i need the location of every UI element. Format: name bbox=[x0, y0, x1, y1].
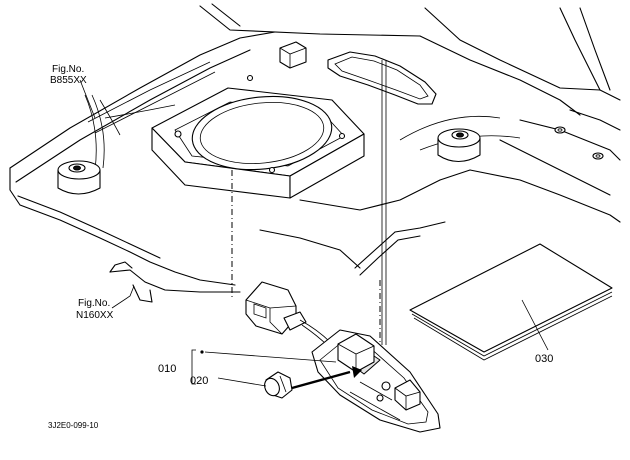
room-lamp-assembly bbox=[311, 329, 441, 433]
connector-block-top bbox=[279, 41, 307, 69]
speaker-housing bbox=[151, 74, 365, 199]
rubber-mount-left bbox=[57, 160, 101, 195]
wire-connector bbox=[245, 281, 331, 347]
drawing-code: 3J2E0-099-10 bbox=[48, 421, 99, 430]
label-sheet bbox=[409, 243, 613, 361]
wire-harness bbox=[84, 94, 176, 171]
fig-n160-label-line1: Fig.No. bbox=[78, 298, 110, 309]
fig-n160-label-line2: N160XX bbox=[76, 310, 114, 321]
part-number-030: 030 bbox=[535, 353, 553, 365]
rubber-mount-right bbox=[437, 128, 481, 163]
deck-holes bbox=[554, 126, 604, 160]
fig-b855-label-line2: B855XX bbox=[50, 75, 87, 86]
part-number-020: 020 bbox=[190, 375, 208, 387]
leader-dashed-lines bbox=[231, 170, 381, 345]
install-arrow bbox=[291, 366, 362, 390]
lamp-bulb bbox=[264, 371, 293, 399]
part-number-010: 010 bbox=[158, 363, 176, 375]
floor-panel bbox=[9, 3, 621, 345]
fig-b855-label-line1: Fig.No. bbox=[52, 64, 84, 75]
oval-opening bbox=[327, 51, 437, 105]
leader-lines bbox=[79, 79, 549, 387]
